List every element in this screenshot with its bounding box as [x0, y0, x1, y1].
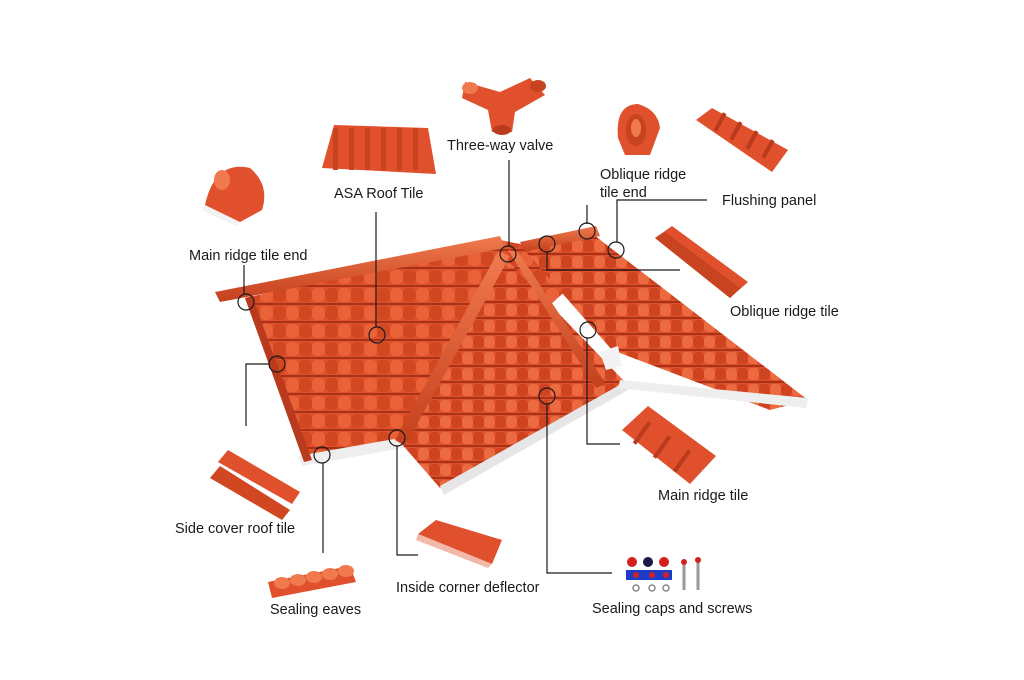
roof-structure — [215, 226, 808, 495]
oblique-ridge-tile-image — [655, 226, 748, 298]
main-ridge-tile-end-image — [202, 166, 265, 226]
label-flushing-panel: Flushing panel — [722, 193, 817, 209]
gable-ridge-right — [508, 250, 606, 388]
callout-oblique-ridge-tile — [538, 235, 556, 253]
callout-main-ridge-tile — [579, 321, 597, 339]
label-sealing-eaves: Sealing eaves — [270, 602, 362, 618]
sealing-caps-and-screws-image — [626, 557, 701, 592]
label-oblique-ridge-tile-end-line1: Oblique ridge — [600, 167, 687, 183]
label-side-cover-roof-tile: Side cover roof tile — [175, 521, 296, 537]
three-way-valve-image — [462, 78, 546, 135]
label-oblique-ridge-tile: Oblique ridge tile — [730, 304, 839, 320]
oblique-ridge-tile-end-image — [617, 104, 660, 155]
label-oblique-ridge-tile-end-line2: tile end — [600, 185, 647, 201]
callout-sealing-eaves — [313, 446, 331, 464]
side-cover-strip — [245, 296, 312, 462]
callout-inside-corner-deflector — [388, 429, 406, 447]
callout-main-ridge-tile-end — [237, 293, 255, 311]
main-ridge — [215, 236, 505, 302]
asa-roof-tile-image — [322, 125, 436, 174]
main-ridge-tile-image — [622, 406, 716, 484]
eave-edge — [440, 382, 628, 495]
label-asa-roof-tile: ASA Roof Tile — [334, 186, 424, 202]
callout-asa-roof-tile — [368, 326, 386, 344]
right-roof-slope — [520, 232, 808, 410]
callout-oblique-ridge-tile-end — [578, 222, 596, 240]
label-inside-corner-deflector: Inside corner deflector — [396, 580, 540, 596]
eave-edge — [618, 380, 808, 408]
oblique-ridge — [520, 226, 600, 252]
eave-edge — [298, 438, 404, 466]
callout-sealing-caps-and-screws — [538, 387, 556, 405]
label-main-ridge-tile: Main ridge tile — [658, 488, 749, 504]
side-cover-roof-tile-image — [210, 450, 300, 520]
flushing-panel-image — [696, 108, 788, 172]
callout-three-way-valve — [499, 245, 517, 263]
callout-flushing-panel — [607, 241, 625, 259]
gable-roof-face — [400, 258, 625, 488]
sealing-eaves-image — [268, 565, 356, 598]
label-three-way-valve: Three-way valve — [447, 138, 554, 154]
gable-ridge-left — [395, 252, 510, 446]
leader-lines — [237, 160, 707, 574]
inside-corner-deflector-image — [416, 520, 502, 568]
callout-side-cover-roof-tile — [268, 355, 286, 373]
eave-edge — [600, 346, 622, 370]
label-main-ridge-tile-end: Main ridge tile end — [189, 248, 308, 264]
label-sealing-caps-and-screws: Sealing caps and screws — [592, 601, 753, 617]
